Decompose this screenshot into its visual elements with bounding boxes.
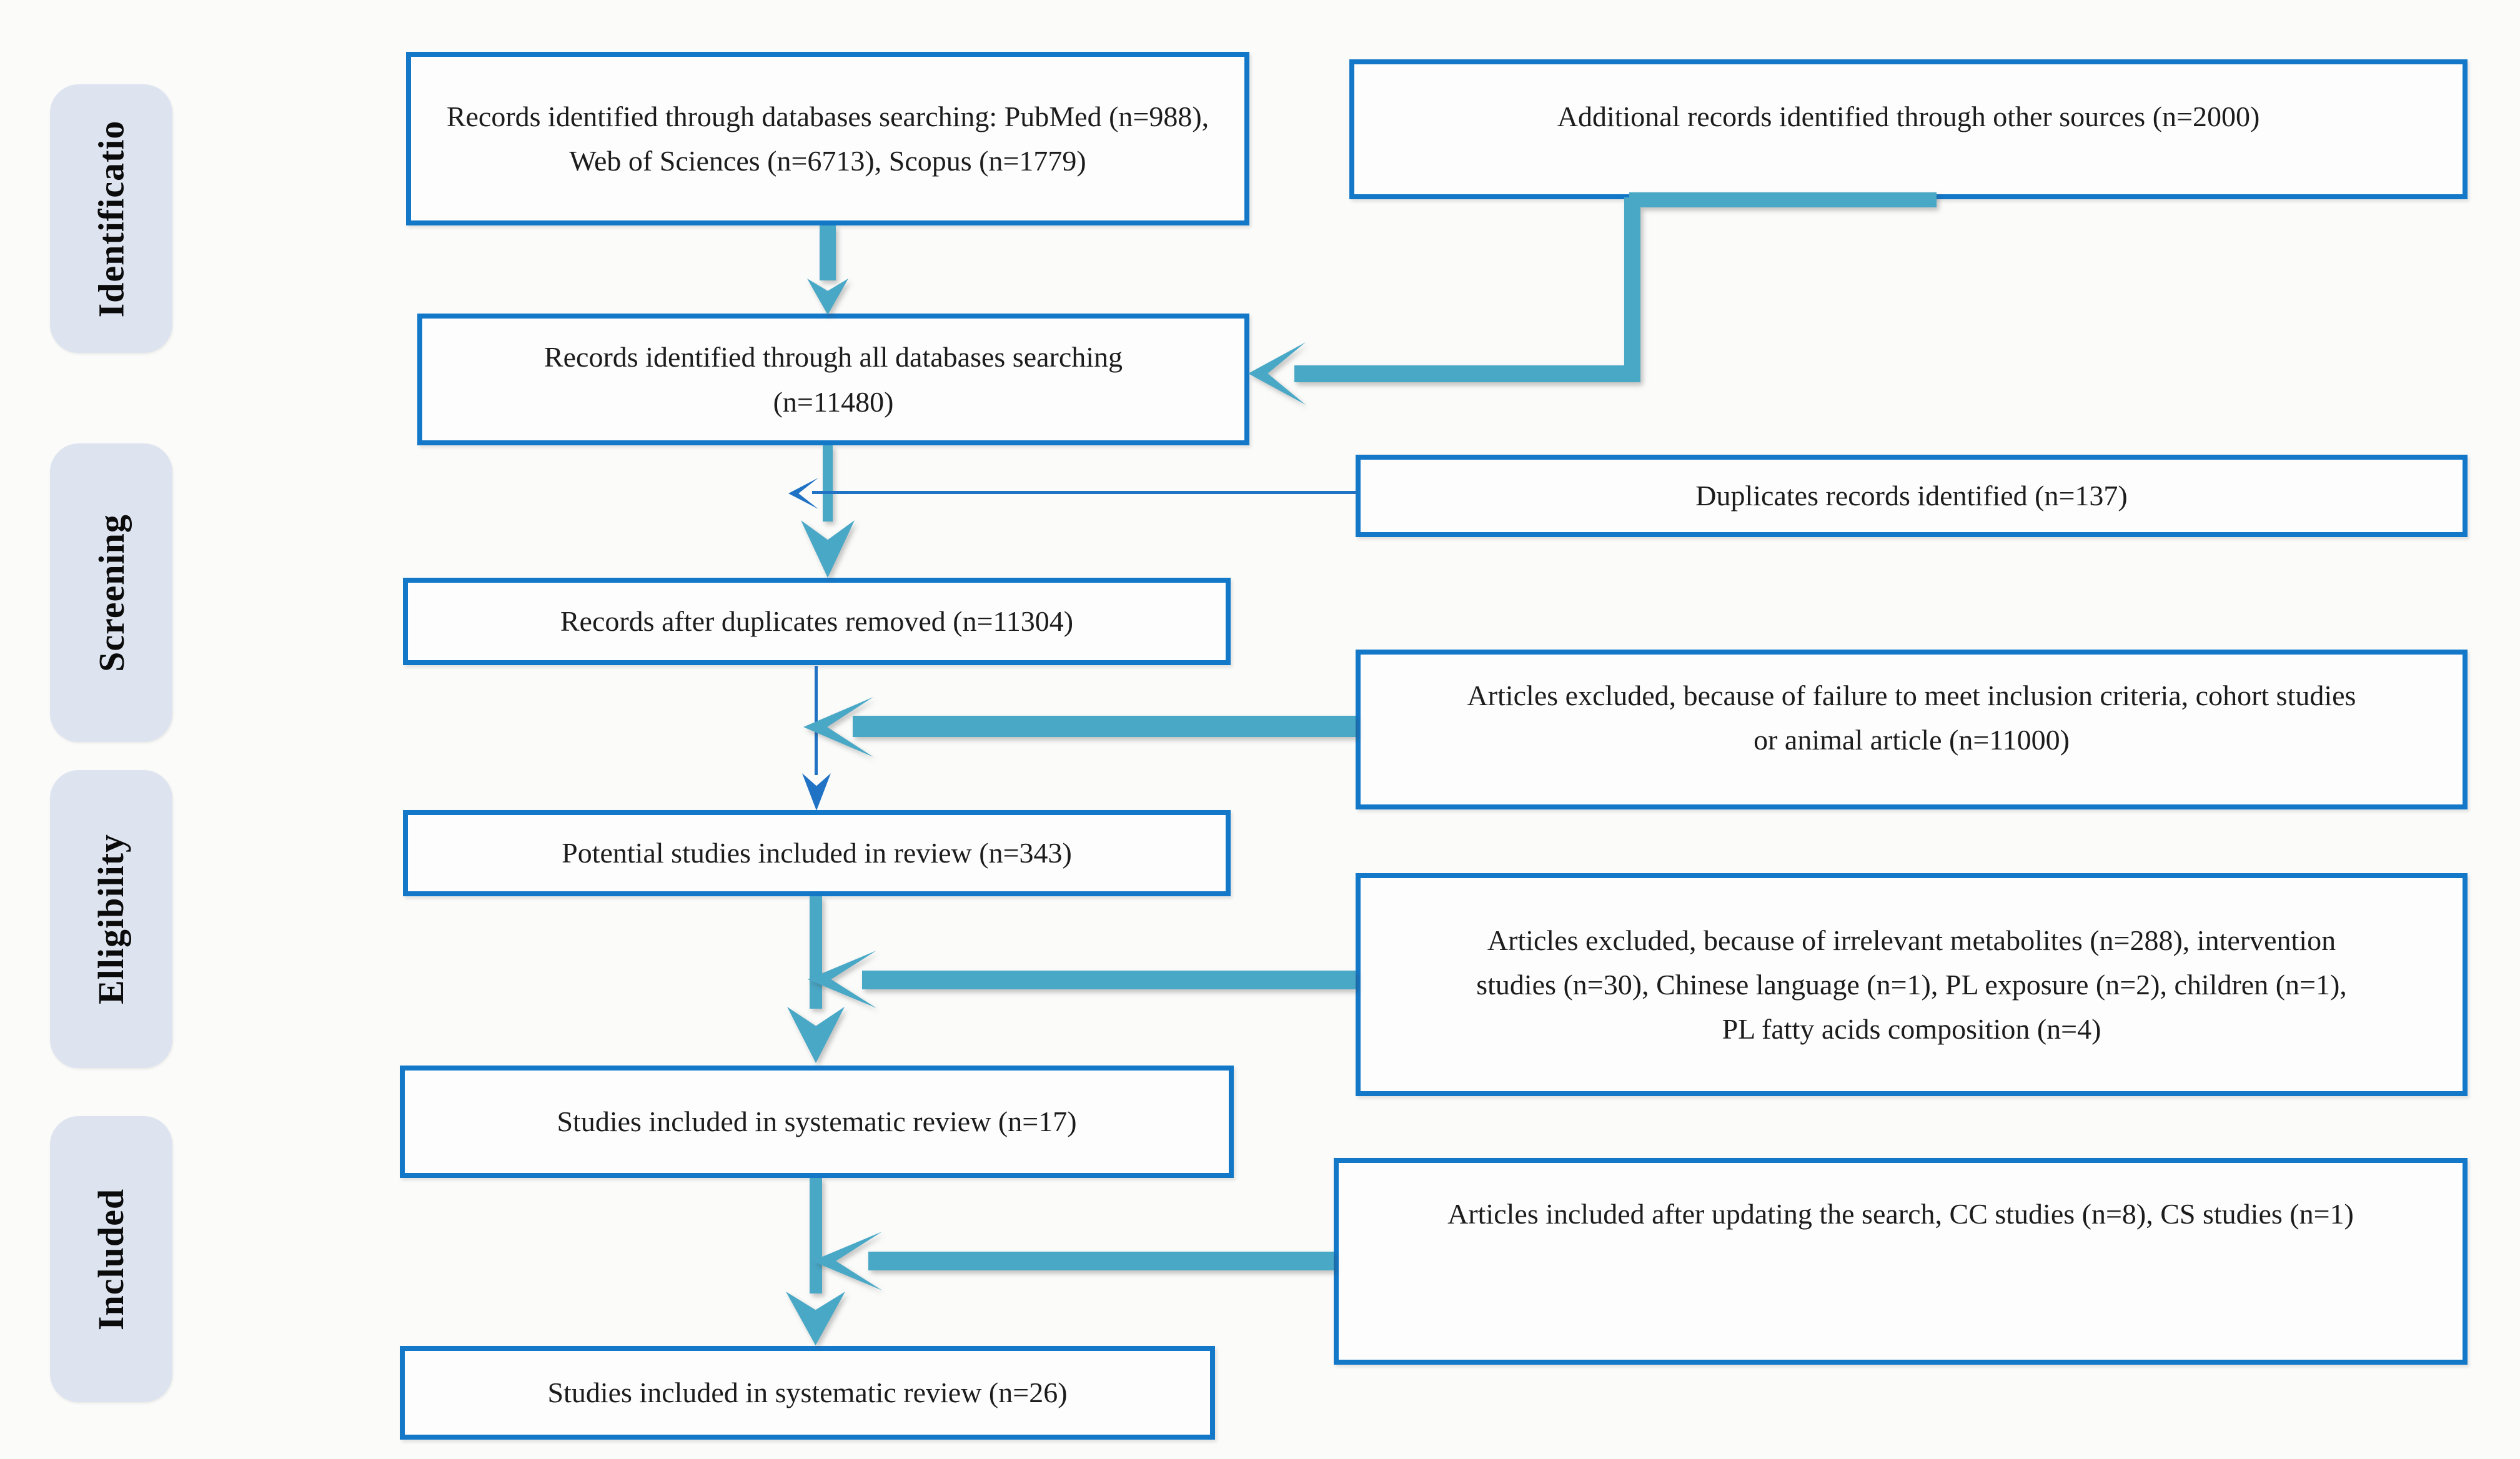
stage-screening: Screening [50, 443, 172, 742]
box-duplicates-identified-text: Duplicates records identified (n=137) [1695, 480, 2128, 512]
stage-identification: Identificatio [50, 84, 172, 353]
box-records-after-duplicates-text: Records after duplicates removed (n=1130… [560, 605, 1074, 638]
stage-screening-label: Screening [91, 513, 132, 672]
box-additional-records: Additional records identified through ot… [1349, 59, 2468, 199]
stage-included: Included [50, 1116, 172, 1402]
box-systematic-review-17-text: Studies included in systematic review (n… [557, 1105, 1077, 1138]
box-excluded-inclusion-criteria: Articles excluded, because of failure to… [1356, 650, 2468, 809]
box-records-identified-databases: Records identified through databases sea… [406, 52, 1249, 225]
box-systematic-review-26-text: Studies included in systematic review (n… [547, 1377, 1068, 1409]
box-excluded-irrelevant-text: Articles excluded, because of irrelevant… [1476, 924, 2347, 1046]
stage-included-label: Included [91, 1188, 132, 1330]
box-records-after-duplicates: Records after duplicates removed (n=1130… [403, 578, 1231, 665]
box-excluded-irrelevant: Articles excluded, because of irrelevant… [1356, 873, 2468, 1096]
box-records-all-databases-text: Records identified through all databases… [543, 341, 1123, 418]
box-potential-studies: Potential studies included in review (n=… [403, 810, 1231, 896]
box-included-after-update: Articles included after updating the sea… [1334, 1158, 2468, 1365]
box-systematic-review-17: Studies included in systematic review (n… [400, 1066, 1234, 1178]
box-duplicates-identified: Duplicates records identified (n=137) [1356, 455, 2468, 537]
box-systematic-review-26: Studies included in systematic review (n… [400, 1346, 1215, 1440]
box-additional-records-text: Additional records identified through ot… [1557, 101, 2260, 132]
box-included-after-update-text: Articles included after updating the sea… [1447, 1198, 2354, 1230]
stage-identification-label: Identificatio [91, 120, 132, 317]
stage-eligibility-label: Elligibility [91, 833, 132, 1005]
stage-eligibility: Elligibility [50, 770, 172, 1068]
box-excluded-inclusion-criteria-text: Articles excluded, because of failure to… [1467, 680, 2356, 756]
box-records-all-databases: Records identified through all databases… [417, 314, 1249, 445]
box-potential-studies-text: Potential studies included in review (n=… [562, 837, 1072, 869]
box-records-identified-databases-text: Records identified through databases sea… [446, 100, 1209, 177]
